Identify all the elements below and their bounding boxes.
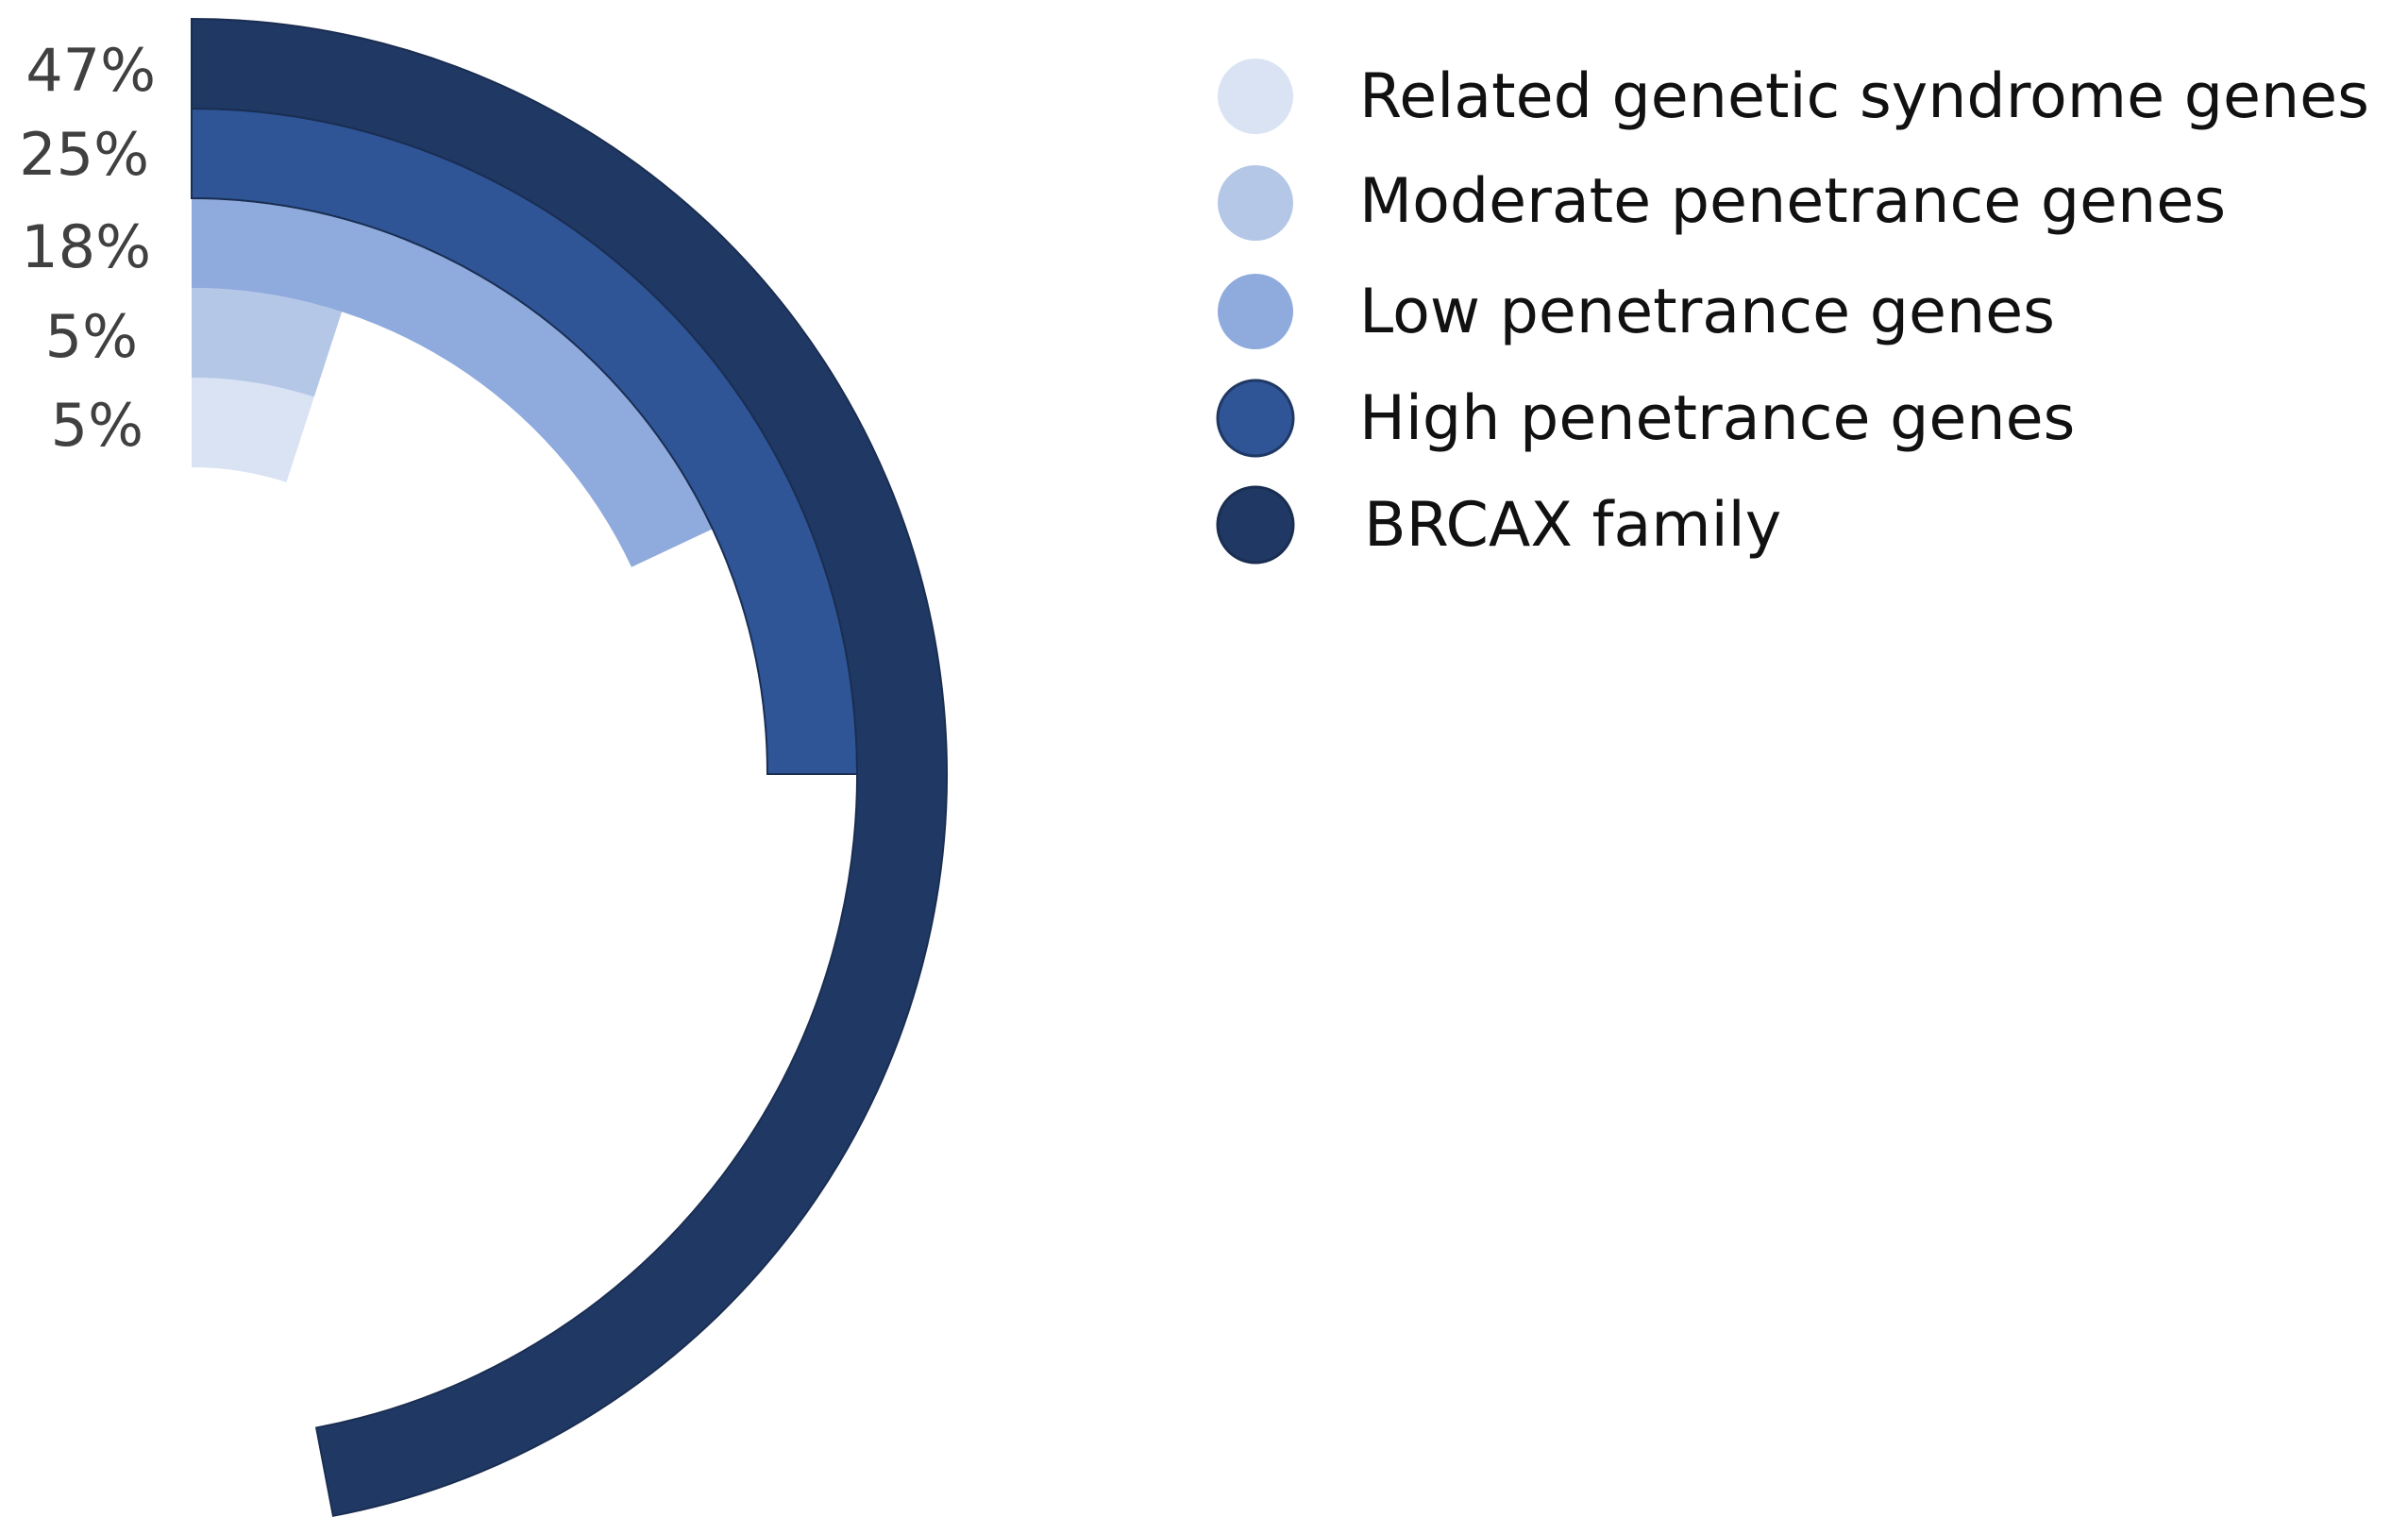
value-label-related-syndrome: 5% <box>51 391 143 460</box>
legend: Related genetic syndrome genes Moderate … <box>1216 59 2369 565</box>
legend-label-high-penetrance: High penetrance genes <box>1359 383 2075 454</box>
legend-swatch-related-syndrome <box>1218 59 1293 134</box>
legend-item-related-syndrome: Related genetic syndrome genes <box>1218 59 2369 134</box>
legend-label-brcax: BRCAX family <box>1364 490 1781 561</box>
chart-arcs <box>191 17 948 1518</box>
legend-item-moderate-penetrance: Moderate penetrance genes <box>1218 165 2226 241</box>
value-label-high-penetrance: 25% <box>19 120 149 189</box>
arc-moderate-penetrance <box>192 288 343 397</box>
legend-item-high-penetrance: High penetrance genes <box>1216 379 2075 458</box>
arc-related-syndrome <box>192 378 314 482</box>
value-label-low-penetrance: 18% <box>21 212 151 281</box>
legend-swatch-moderate-penetrance <box>1218 165 1293 241</box>
legend-item-low-penetrance: Low penetrance genes <box>1218 274 2055 349</box>
legend-swatch-high-penetrance <box>1216 379 1295 458</box>
legend-swatch-brcax <box>1216 485 1295 565</box>
legend-label-low-penetrance: Low penetrance genes <box>1359 277 2055 347</box>
legend-item-brcax: BRCAX family <box>1216 485 1781 565</box>
legend-label-moderate-penetrance: Moderate penetrance genes <box>1359 166 2226 237</box>
value-labels: 47% 25% 18% 5% 5% <box>19 36 156 460</box>
value-label-moderate-penetrance: 5% <box>45 302 138 371</box>
arc-low-penetrance <box>192 198 713 567</box>
legend-label-related-syndrome: Related genetic syndrome genes <box>1359 61 2369 132</box>
legend-swatch-low-penetrance <box>1218 274 1293 349</box>
value-label-brcax: 47% <box>25 36 156 105</box>
arc-brcax <box>191 17 948 1518</box>
